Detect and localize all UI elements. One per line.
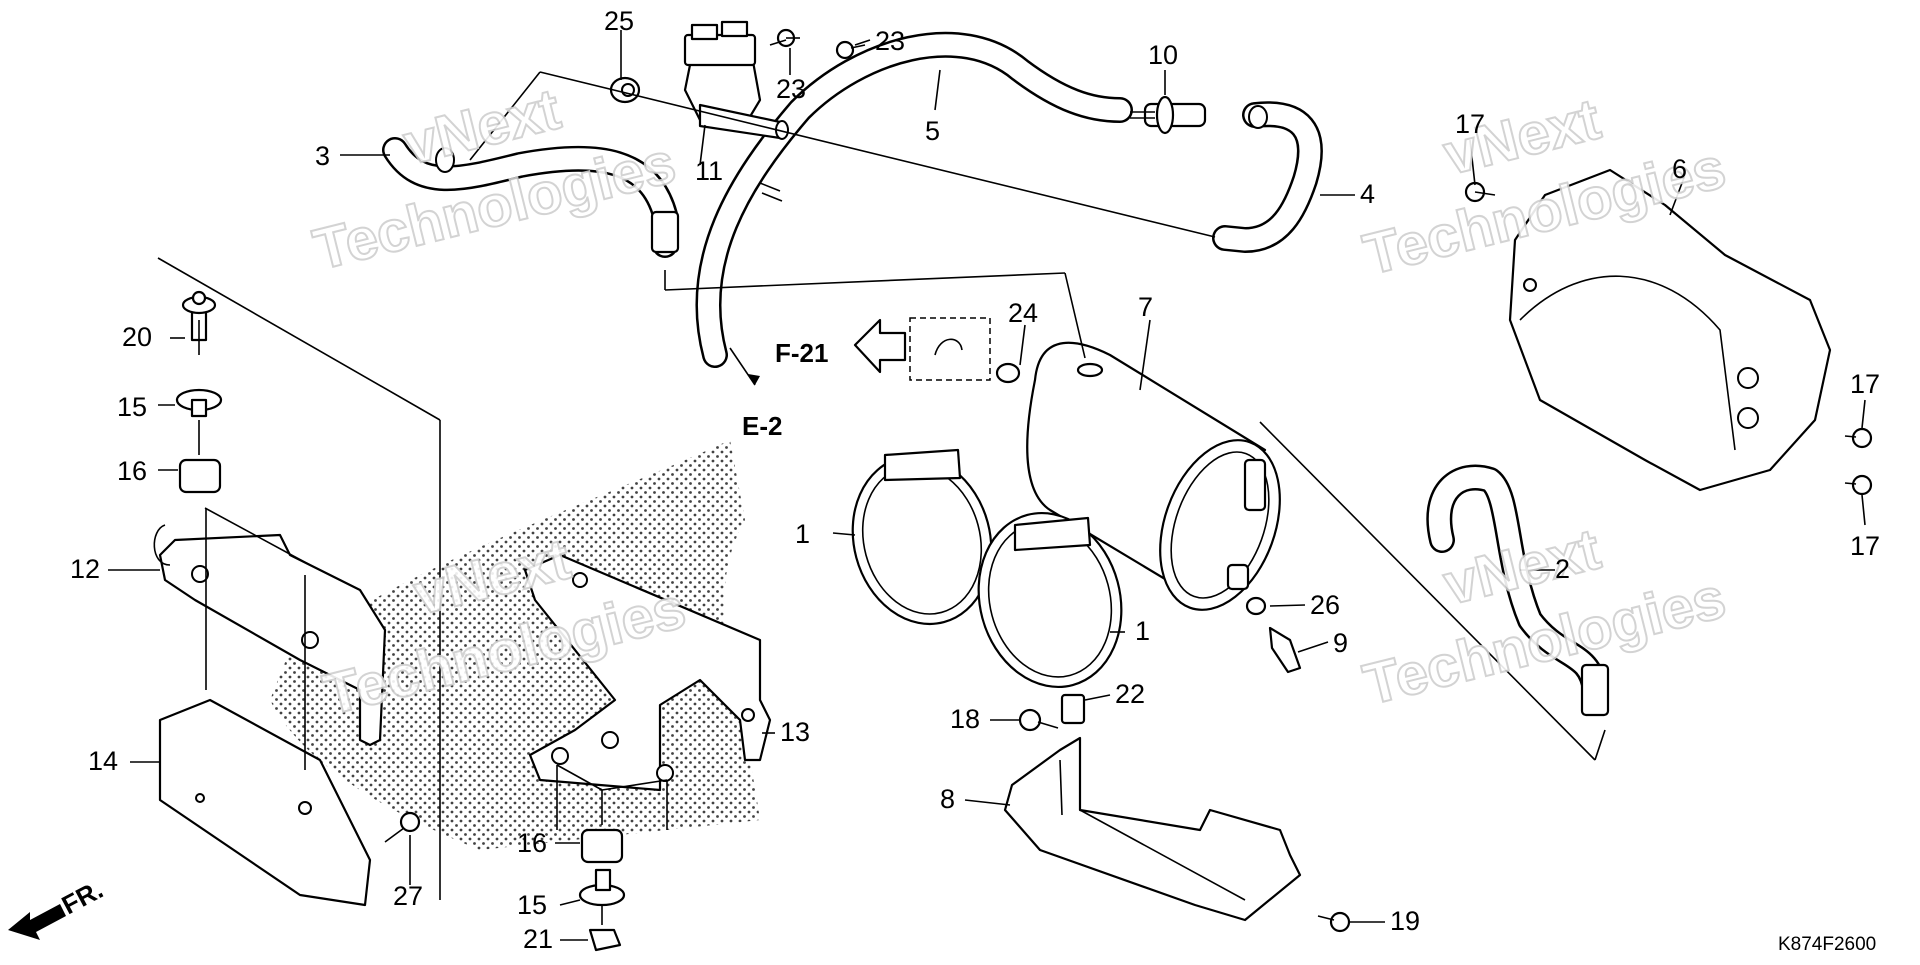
callout-1b: 1 [1135,616,1150,646]
reference-e2: E-2 [742,411,782,441]
callout-7: 7 [1138,292,1153,322]
mount-hardware-left [175,295,223,494]
callout-19: 19 [1390,906,1420,936]
callout-5: 5 [925,116,940,146]
mount-hardware-center [578,828,626,952]
joint-10 [1130,95,1207,135]
frame-outline-lines [157,257,441,900]
callout-8: 8 [940,784,955,814]
bolt-17 [1464,181,1873,496]
callout-16a: 16 [117,456,147,486]
callout-6: 6 [1672,154,1687,184]
callout-21: 21 [523,924,553,954]
bolt-27 [384,811,421,843]
bolt-23 [776,28,866,60]
solenoid-valve-11 [683,20,789,140]
bracket-13 [523,553,772,792]
callout-17b: 17 [1850,369,1880,399]
front-arrow [8,904,66,940]
canister-7 [1026,341,1281,611]
hose-5 [695,31,1133,368]
callout-labels: 1 1 2 3 4 5 6 7 8 9 10 11 12 13 14 15 15… [57,6,1880,955]
callout-12: 12 [70,554,100,584]
band-1-right [977,511,1123,689]
callout-10: 10 [1148,40,1178,70]
clip-24 [995,362,1021,384]
callout-25: 25 [604,6,634,36]
callout-2: 2 [1555,554,1570,584]
callout-9: 9 [1333,628,1348,658]
callout-23a: 23 [776,74,806,104]
callout-17a: 17 [1455,109,1485,139]
callout-18: 18 [950,704,980,734]
callout-26: 26 [1310,590,1340,620]
band-1-left [851,448,993,626]
callout-4: 4 [1360,179,1375,209]
callout-20: 20 [122,322,152,352]
callout-13: 13 [780,717,810,747]
callout-15a: 15 [117,392,147,422]
hose-3 [382,137,680,258]
callout-15b: 15 [517,890,547,920]
callout-23b: 23 [875,26,905,56]
joint-9 [1268,626,1302,674]
reference-f21: F-21 [775,338,828,368]
callout-24: 24 [1008,298,1038,328]
bracket-12 [153,524,387,747]
hose-4 [1212,101,1323,253]
cover-8 [1003,736,1302,922]
hose-2 [1426,464,1610,717]
callout-3: 3 [315,141,330,171]
clip-22 [1060,693,1086,725]
e2-arrow [729,347,760,386]
stay-6 [1508,168,1832,492]
routing-lines [198,71,1606,925]
bolt-20 [191,290,207,306]
callout-14: 14 [88,746,118,776]
callout-16b: 16 [517,828,547,858]
callout-leaders [108,30,1866,941]
bolt-18 [1018,708,1059,732]
drawing-code: K874F2600 [1778,934,1876,955]
callout-17c: 17 [1850,531,1880,561]
callout-11: 11 [695,156,723,186]
cover-14 [158,698,372,907]
callout-27: 27 [393,881,423,911]
o-ring-26 [1245,596,1267,616]
callout-1a: 1 [795,519,810,549]
f21-reference [853,317,991,381]
bolt-19 [1317,911,1351,933]
callout-22: 22 [1115,679,1145,709]
